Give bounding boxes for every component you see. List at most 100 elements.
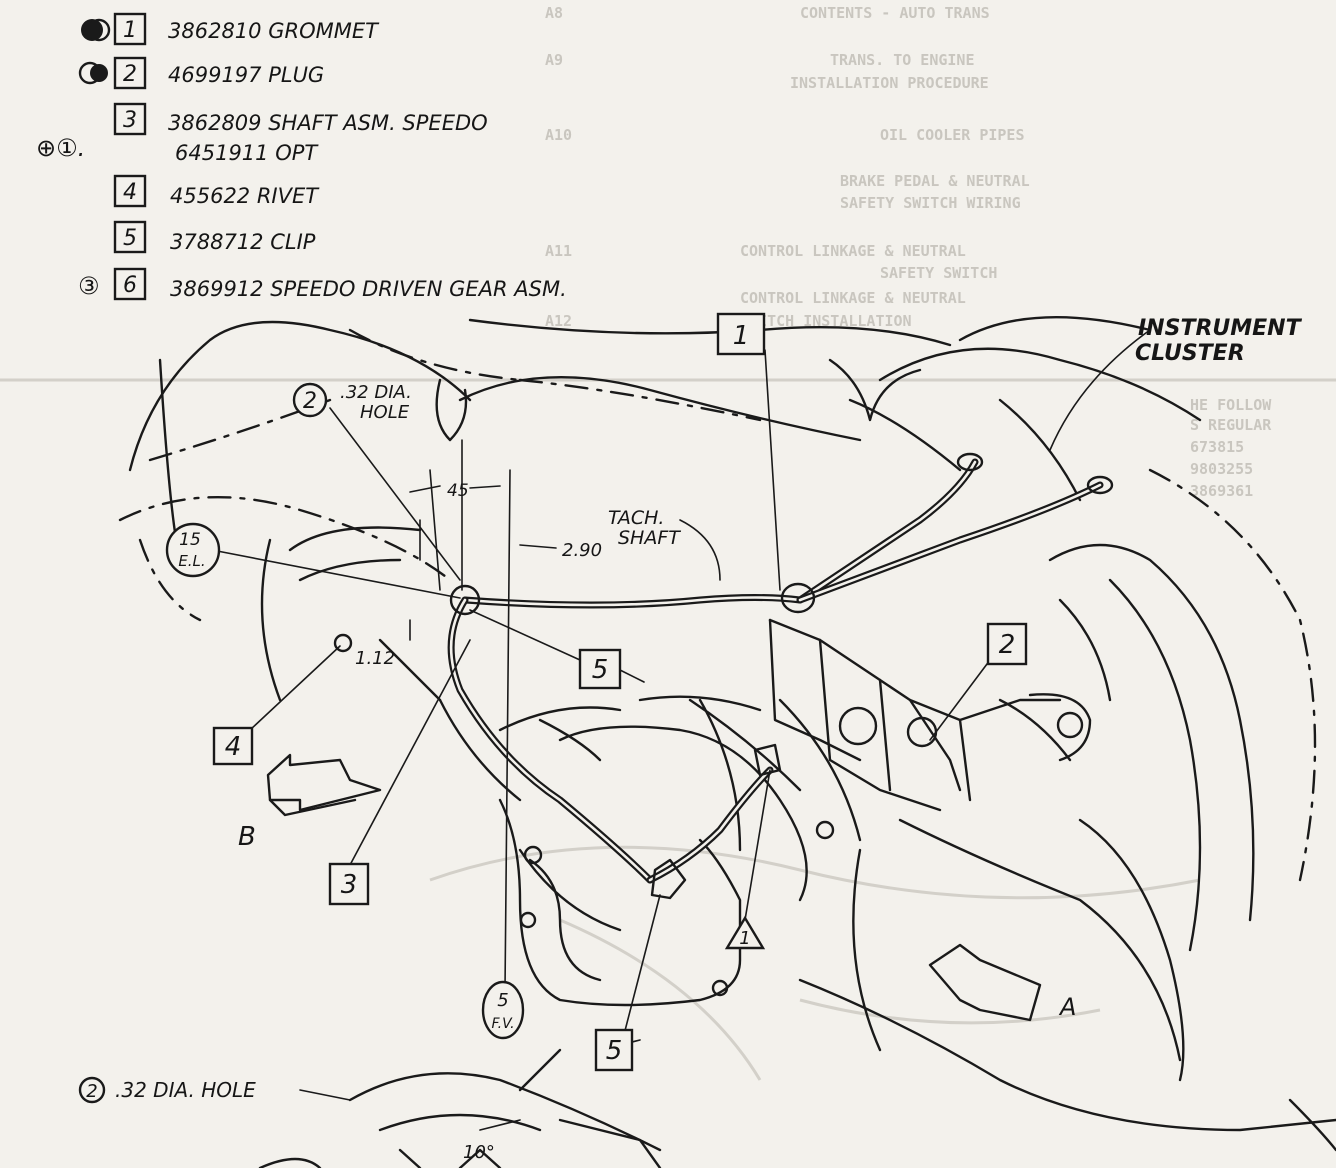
label-tach: TACH. — [608, 507, 664, 529]
filled-dot-icon — [81, 19, 103, 41]
grommet-icon — [449, 584, 481, 616]
ghost-line: TRANS. TO ENGINE — [830, 51, 975, 69]
grommet-icon — [780, 582, 816, 614]
callout-box — [113, 220, 147, 254]
callout-sub: E.L. — [178, 552, 205, 570]
callout-box — [113, 12, 147, 46]
callout-box — [113, 267, 147, 301]
dim-112: 1.12 — [355, 648, 395, 669]
ghost-ref: A10 — [545, 126, 572, 144]
cable-end-icon — [1086, 475, 1114, 495]
bolt-hole-icon — [523, 845, 543, 865]
ghost-ref: A8 — [545, 4, 563, 22]
callout-number: 4 — [225, 732, 242, 762]
callout-number: 5 — [592, 655, 609, 685]
leader-lines — [211, 329, 1151, 1101]
dim-45: 45 — [447, 481, 469, 501]
option-symbol: ⊕①. — [36, 134, 85, 162]
speedo-shaft-asm — [333, 452, 1114, 900]
view-label: B — [238, 822, 256, 852]
callout-box-2 — [986, 622, 1028, 666]
gear-asm-icon — [753, 743, 782, 777]
ghost-line: CONTROL LINKAGE & NEUTRAL — [740, 289, 966, 307]
callout-number: 3 — [341, 870, 358, 900]
callout-number: 5 — [606, 1036, 623, 1066]
parts-list: 1 3862810 GROMMET 2 4699197 PLUG 3 38628… — [36, 12, 567, 301]
ghost-line: HE FOLLOW — [1190, 396, 1272, 414]
view-label: A — [1058, 993, 1076, 1021]
callout-triangle-1 — [724, 915, 766, 950]
callout-number: 2 — [999, 630, 1016, 660]
callout-number: 1 — [739, 928, 750, 949]
label-bottom-hole: .32 DIA. HOLE — [115, 1078, 256, 1102]
ghost-line: 3869361 — [1190, 482, 1253, 500]
callout-box-5 — [594, 1028, 634, 1072]
ghost-line: 673815 — [1190, 438, 1244, 456]
body-panel — [798, 468, 1336, 1152]
callout-number: 2 — [303, 389, 317, 414]
label-shaft: SHAFT — [618, 527, 681, 549]
callout-circle-15 — [165, 522, 221, 578]
part-line: 3862809 SHAFT ASM. SPEEDO — [168, 111, 488, 135]
callout-sub: F.V. — [491, 1016, 514, 1032]
callout-number: 2 — [123, 62, 137, 87]
callout-number: 4 — [123, 180, 137, 205]
ghost-line: CONTENTS - AUTO TRANS — [800, 4, 990, 22]
clip-icon — [650, 858, 687, 900]
callout-number: 1 — [733, 321, 750, 351]
ghost-ref: A12 — [545, 312, 572, 330]
part-line: 3788712 CLIP — [170, 230, 316, 254]
ghost-line: S REGULAR — [1190, 416, 1272, 434]
callout-box — [113, 102, 147, 136]
mounting-bracket — [498, 698, 808, 1007]
bolt-hole-icon — [711, 979, 729, 997]
plug-icon — [815, 820, 835, 840]
callout-number: 5 — [123, 226, 137, 251]
part-line: 3862810 GROMMET — [168, 19, 380, 43]
label-hole-dia: .32 DIA. — [340, 382, 412, 403]
ghost-line: SAFETY SWITCH WIRING — [840, 194, 1021, 212]
callout-box-5 — [578, 648, 622, 690]
callout-number: 3 — [123, 108, 137, 133]
diagram-callouts: 1 2 3 4 5 5 1 2 15 E.L. 5 F.V. — [165, 312, 1028, 1072]
filled-dot-icon — [90, 64, 108, 82]
label-hole: HOLE — [360, 402, 410, 423]
label-angle: 10° — [463, 1142, 495, 1163]
plate-bracket — [768, 618, 1092, 812]
part-line: 4699197 PLUG — [168, 63, 324, 87]
callout-circle-5 — [481, 980, 525, 1040]
callout-number: 1 — [123, 18, 137, 43]
label-instrument-cluster-line2: CLUSTER — [1135, 341, 1245, 366]
callout-number: 2 — [86, 1081, 97, 1102]
ghost-ref: A11 — [545, 242, 572, 260]
ghost-line: CONTROL LINKAGE & NEUTRAL — [740, 242, 966, 260]
lower-assembly — [258, 1048, 662, 1168]
part-line: 455622 RIVET — [170, 184, 320, 208]
callout-number: 6 — [123, 273, 137, 298]
part-line: 3869912 SPEEDO DRIVEN GEAR ASM. — [170, 277, 567, 301]
callout-number: 15 — [179, 530, 201, 550]
view-arrow-a: A — [928, 943, 1076, 1022]
view-arrow-b: B — [238, 753, 382, 852]
callout-box-1 — [716, 312, 766, 356]
callout-number: 5 — [497, 990, 508, 1011]
callout-box-3 — [328, 862, 370, 906]
dash-outline — [118, 316, 1202, 932]
fitting-icon — [1056, 711, 1084, 739]
callout-circle-2 — [78, 1076, 106, 1104]
rivet-icon — [333, 633, 353, 653]
ghost-line: SAFETY SWITCH — [880, 264, 997, 282]
option-symbol: ③ — [78, 272, 100, 300]
bolt-hole-icon — [519, 911, 537, 929]
ghost-line: OIL COOLER PIPES — [880, 126, 1025, 144]
plate-hole-icon — [838, 706, 878, 746]
callout-box-4 — [212, 726, 254, 766]
ghost-line: BRAKE PEDAL & NEUTRAL — [840, 172, 1030, 190]
circle-1-icon — [87, 18, 111, 42]
bleed-through-text: CONTENTS - AUTO TRANS TRANS. TO ENGINE I… — [0, 4, 1336, 1081]
cable-end-icon — [956, 452, 984, 472]
label-instrument-cluster-line1: INSTRUMENT — [1138, 316, 1303, 341]
callout-box — [113, 56, 147, 90]
ghost-line: 9803255 — [1190, 460, 1253, 478]
